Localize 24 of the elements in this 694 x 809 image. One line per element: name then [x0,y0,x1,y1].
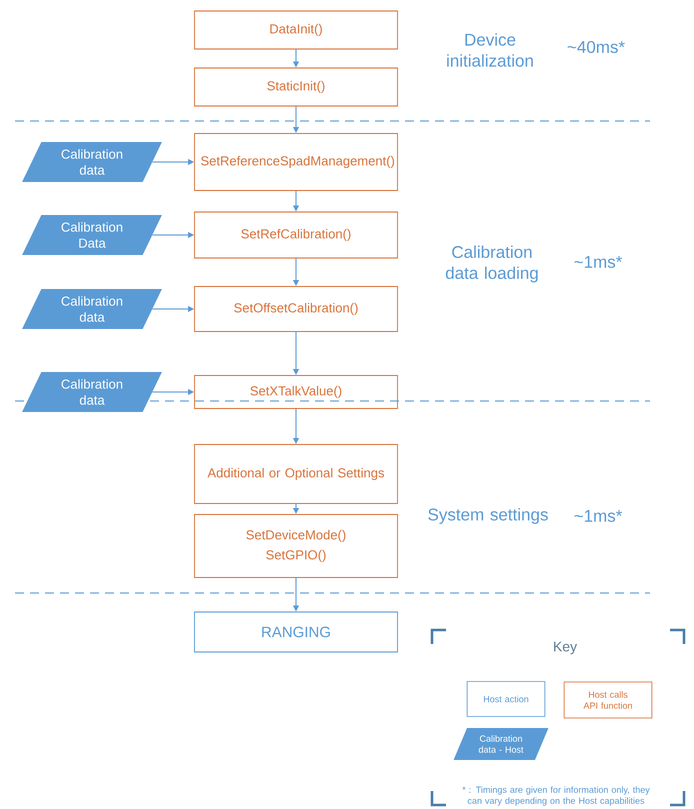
section-label: Device initialization [447,33,533,67]
key-title: Key [554,642,578,654]
process-box: Additional or Optional Settings [194,444,398,504]
terminal-box: RANGING [194,612,398,652]
process-box: SetRefCalibration() [194,212,398,258]
legend-sample: Host calls API function [564,682,652,718]
data-parallelogram: Calibration Data [22,215,162,255]
data-parallelogram: Calibration data [22,289,162,329]
section-label: Calibration data loading [446,246,538,282]
process-box: DataInit() [194,10,398,50]
process-box: SetDeviceMode() SetGPIO() [194,514,398,578]
timing-label: ~40ms* [568,40,625,54]
process-box: SetXTalkValue() [194,375,398,409]
timing-label: ~1ms* [574,256,622,268]
legend-sample: Host action [466,681,546,717]
process-box: StaticInit() [194,68,398,106]
section-label: System settings [428,508,548,524]
timing-label: ~1ms* [574,510,622,522]
process-box: SetOffsetCalibration() [194,286,398,332]
data-parallelogram: Calibration data [22,142,162,182]
process-box: SetReferenceSpadManagement() [194,133,398,191]
legend-sample: Calibration data - Host [454,728,548,760]
data-parallelogram: Calibration data [22,372,162,412]
footnote: * : Timings are given for information only, they can vary depending on the Host capabilities [462,786,650,806]
